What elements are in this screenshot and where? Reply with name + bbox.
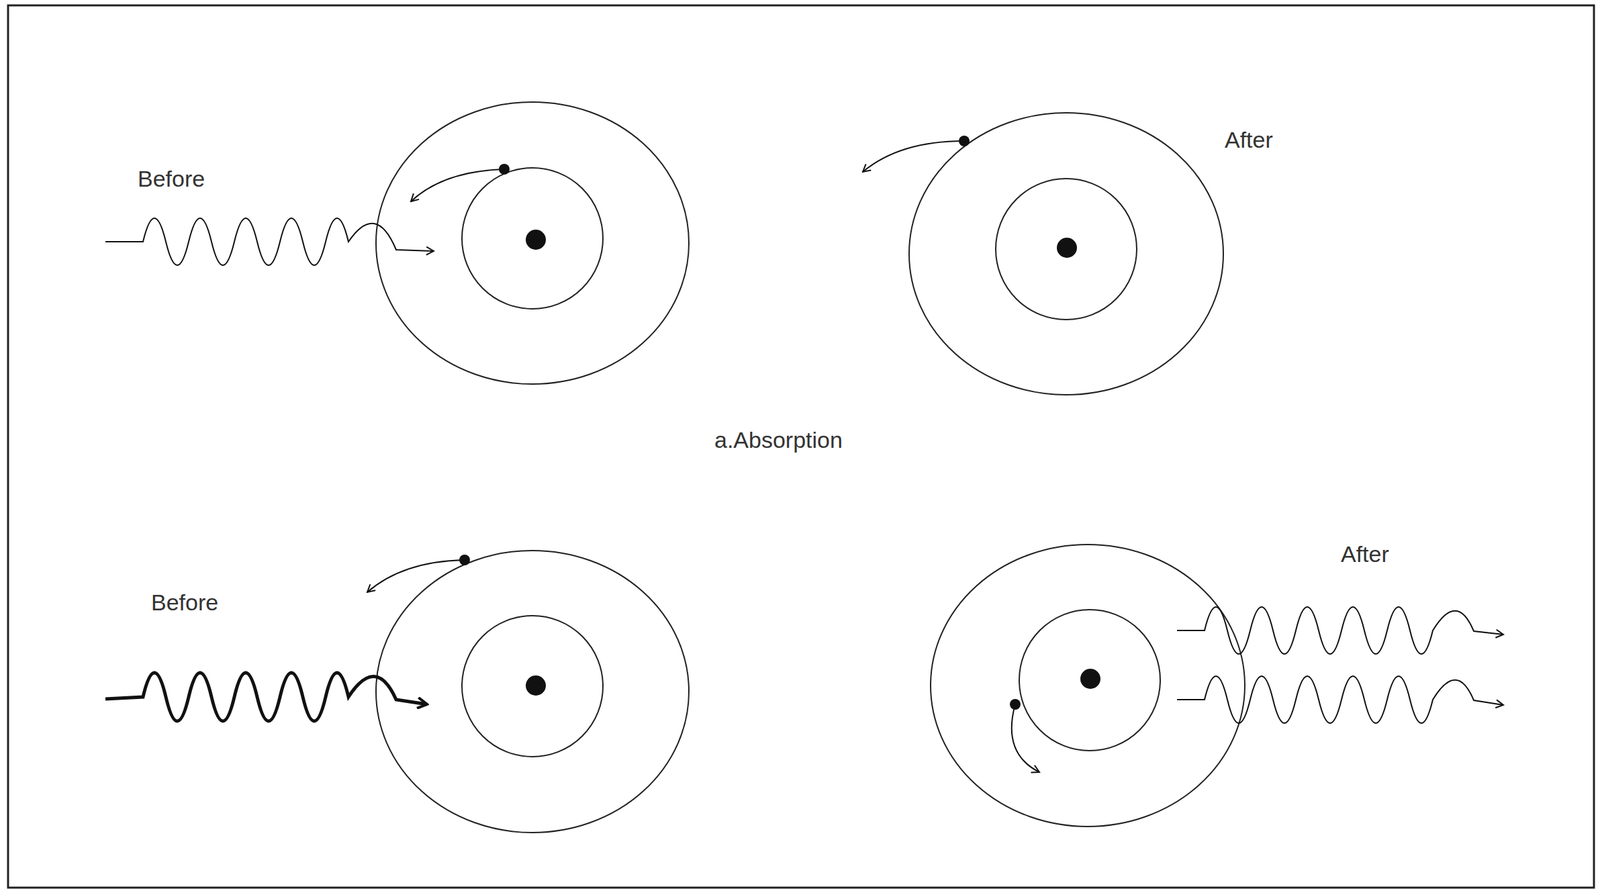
nucleus: [1080, 668, 1101, 689]
nucleus: [525, 675, 546, 696]
outer-orbit: [375, 550, 689, 833]
electron-drop-arrow: [1011, 704, 1040, 773]
frame: [8, 5, 1594, 888]
nucleus: [525, 229, 546, 250]
outer-orbit: [375, 102, 689, 385]
photon-wave: [105, 218, 434, 266]
outer-orbit: [930, 544, 1245, 827]
inner-orbit: [461, 167, 603, 309]
electron-motion-arrow: [367, 559, 465, 593]
after-label: After: [1340, 540, 1390, 568]
before-label: Before: [151, 588, 219, 616]
emitted-photon-wave: [1177, 676, 1504, 724]
inner-orbit: [461, 615, 603, 757]
electron-jump-arrow: [410, 169, 505, 202]
caption-label: a.Absorption: [714, 426, 843, 454]
inner-orbit: [995, 178, 1137, 320]
electron-motion-arrow: [862, 140, 965, 172]
nucleus: [1056, 237, 1077, 258]
emitted-photon-wave: [1177, 606, 1504, 654]
before-label: Before: [137, 165, 205, 193]
after-label: After: [1224, 126, 1274, 154]
inner-orbit: [1019, 609, 1161, 751]
outer-orbit: [909, 112, 1224, 395]
incident-photon-wave: [105, 672, 428, 722]
